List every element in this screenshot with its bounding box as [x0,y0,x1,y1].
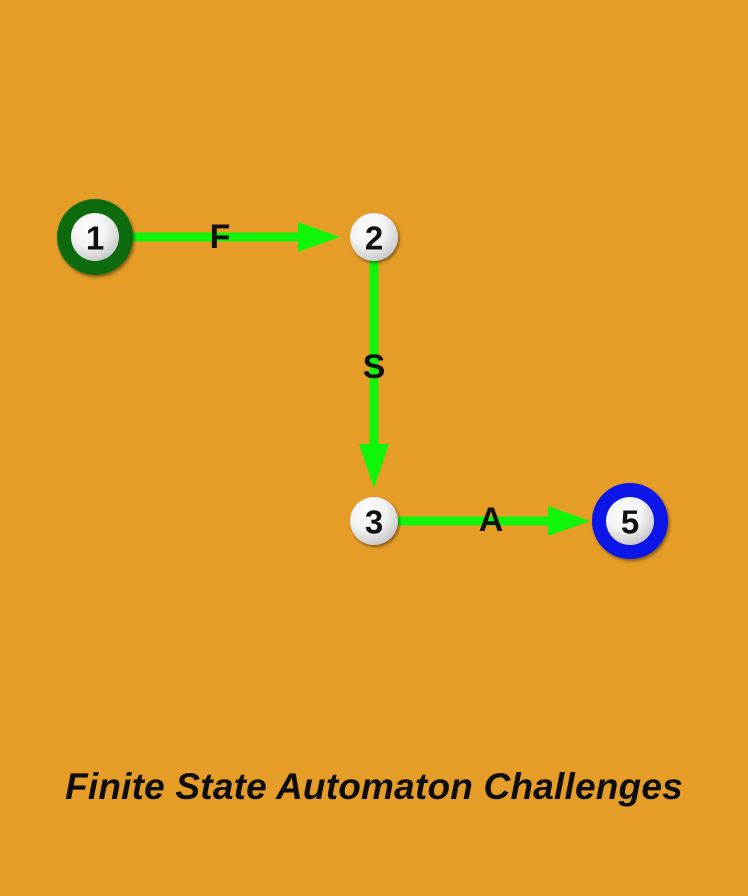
edge-label-s: S [363,348,386,386]
state-node-3: 3 [350,497,398,545]
state-ball [71,213,119,261]
state-label-1: 1 [86,220,104,257]
edge-1-to-2: F [130,218,340,256]
edge-2-to-3: S [359,258,389,488]
arrowhead-icon [298,222,340,252]
arrowhead-icon [548,506,590,536]
state-node-5: 5 [592,483,668,559]
state-ball [606,497,654,545]
state-node-2: 2 [350,213,398,261]
state-ball [350,213,398,261]
state-label-3: 3 [365,504,383,541]
state-label-5: 5 [621,504,639,541]
state-label-2: 2 [365,220,383,257]
edge-3-to-5: A [396,501,590,539]
edge-label-a: A [479,501,504,539]
page-title: Finite State Automaton Challenges [65,766,683,807]
state-ball [350,497,398,545]
arrowhead-icon [359,444,389,488]
edge-label-f: F [210,218,231,256]
state-node-1: 1 [57,199,133,275]
